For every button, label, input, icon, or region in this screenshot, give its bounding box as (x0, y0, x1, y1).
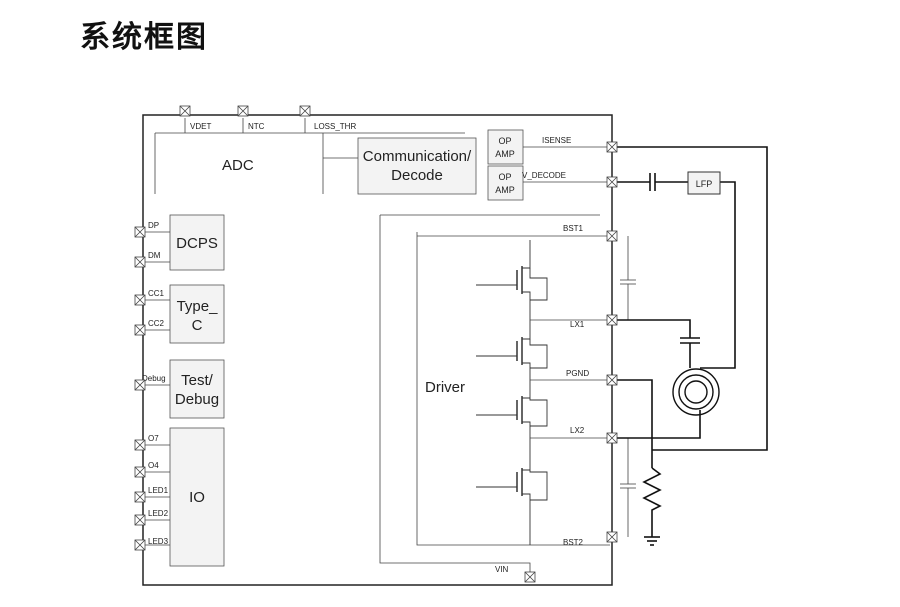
opamp-isense-block (487, 129, 524, 165)
v-decode-label: V_DECODE (522, 171, 566, 180)
io-label: IO (189, 489, 205, 506)
driver-node-wires (530, 319, 610, 439)
test-label-line2: Debug (175, 391, 219, 408)
page-title: 系统框图 (80, 20, 208, 55)
comm-label-line1: Communication/ (363, 148, 472, 165)
test-debug-block (169, 359, 225, 419)
communication-decode-block (357, 137, 477, 195)
ntc-label: NTC (248, 122, 265, 131)
lx1-label: LX1 (570, 320, 585, 329)
debug-label: Debug (142, 374, 166, 383)
dm-label: DM (148, 251, 161, 260)
cc2-label: CC2 (148, 319, 165, 328)
lfp-block (687, 171, 721, 195)
dp-label: DP (148, 221, 159, 230)
led1-label: LED1 (148, 486, 169, 495)
type-c-block (169, 284, 225, 344)
o7-label: O7 (148, 434, 159, 443)
lx2-label: LX2 (570, 426, 585, 435)
typec-label-line1: Type_ (177, 298, 219, 315)
led3-label: LED3 (148, 537, 169, 546)
loss-thr-label: LOSS_THR (314, 122, 356, 131)
coil-icon (672, 368, 720, 416)
isense-label: ISENSE (542, 136, 571, 145)
external-circuit (612, 146, 768, 546)
comm-label-line2: Decode (391, 167, 443, 184)
bst2-label: BST2 (563, 538, 584, 547)
pgnd-label: PGND (566, 369, 589, 378)
driver-inner-outline (416, 232, 610, 546)
vdet-label: VDET (190, 122, 211, 131)
lfp-label: LFP (696, 179, 713, 189)
vin-label: VIN (495, 565, 509, 574)
opamp1-label-line2: AMP (495, 149, 515, 159)
bst1-label: BST1 (563, 224, 584, 233)
test-label-line1: Test/ (181, 372, 214, 389)
chip-outline (142, 114, 613, 586)
dcps-label: DCPS (176, 235, 218, 252)
io-block (169, 427, 225, 567)
opamp-vdecode-block (487, 165, 524, 201)
adc-label: ADC (222, 157, 254, 174)
mosfet-h-bridge (476, 240, 548, 545)
bootstrap-capacitors (620, 236, 636, 537)
driver-outline (379, 214, 600, 575)
typec-label-line2: C (192, 317, 203, 334)
opamp2-label-line2: AMP (495, 185, 515, 195)
led2-label: LED2 (148, 509, 169, 518)
dcps-block (169, 214, 225, 271)
pin-markers (134, 105, 618, 583)
cc1-label: CC1 (148, 289, 165, 298)
driver-label: Driver (425, 379, 465, 396)
o4-label: O4 (148, 461, 159, 470)
opamp1-label-line1: OP (498, 136, 511, 146)
opamp2-label-line1: OP (498, 172, 511, 182)
